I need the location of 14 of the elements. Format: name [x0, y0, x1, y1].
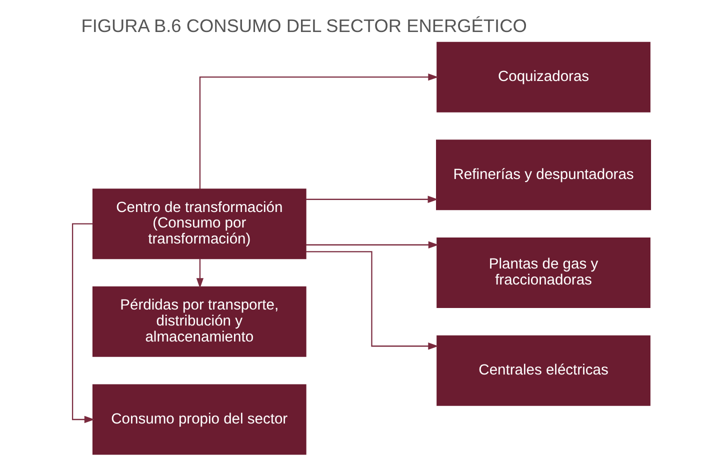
node-box: Consumo propio del sector [92, 384, 306, 455]
node-box: Centrales eléctricas [436, 335, 650, 406]
arrow [306, 196, 438, 203]
diagram-title: FIGURA B.6 CONSUMO DEL SECTOR ENERGÉTICO [81, 16, 527, 36]
arrow [72, 223, 95, 424]
arrow [196, 258, 204, 288]
arrow [199, 74, 438, 190]
node-box: Coquizadoras [436, 42, 650, 112]
node-box: Pérdidas por transporte, distribución y almacenamiento [92, 286, 306, 357]
arrow [306, 251, 438, 350]
node-box: Refinerías y despuntadoras [436, 140, 652, 210]
node-box: Plantas de gas y fraccionadoras [436, 237, 650, 308]
arrow [306, 241, 439, 248]
node-box: Centro de transformación (Consumo por transformación) [92, 188, 306, 260]
